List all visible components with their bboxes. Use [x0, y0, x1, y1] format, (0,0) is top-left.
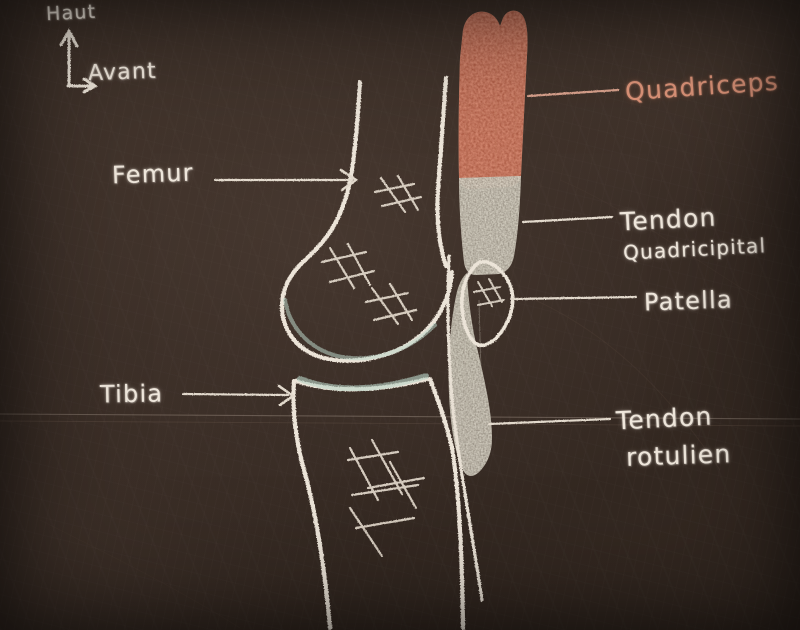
patella-leader — [509, 295, 638, 301]
tendon-quadricipital-leader — [521, 215, 614, 224]
femur-bone — [279, 75, 455, 363]
leader-lines — [181, 88, 638, 426]
orientation-axes — [59, 27, 98, 94]
patella-bone — [460, 260, 515, 348]
lateral-contour-line — [446, 254, 484, 602]
tibia-outline-left — [291, 378, 333, 630]
femur-outline-right — [435, 75, 449, 269]
tibial-cartilage — [297, 373, 429, 392]
tibia-hatching — [346, 438, 426, 558]
femoral-cartilage — [283, 298, 437, 361]
board-scratches — [0, 179, 800, 629]
tibia-outline-right — [427, 376, 466, 630]
femur-outline-left — [279, 79, 455, 363]
patellar-tendon — [448, 273, 492, 476]
tibia-leader — [181, 392, 290, 397]
femur-hatching — [320, 174, 423, 326]
tendon-rotulien-leader — [487, 417, 612, 426]
quadriceps-muscle — [458, 10, 528, 189]
avant-arrow-head — [82, 77, 98, 94]
haut-arrow-head — [59, 27, 79, 48]
femur-arrow-head — [339, 168, 359, 192]
patella-hatching — [473, 278, 505, 307]
quadriceps-leader — [526, 88, 620, 98]
tibia-arrow-head — [277, 384, 296, 407]
quadriceps-tendon — [459, 176, 521, 275]
